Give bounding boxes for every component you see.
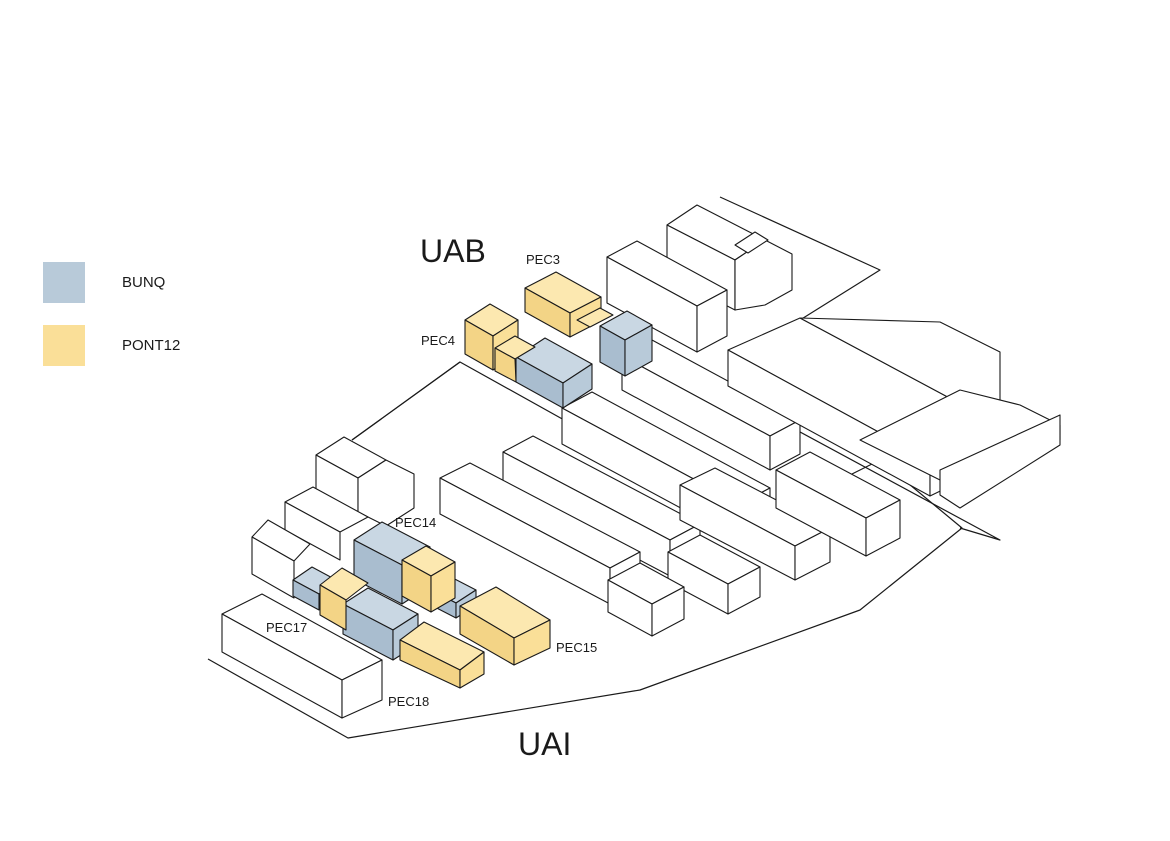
context-building-face — [794, 527, 831, 581]
bunq-building-face — [292, 579, 320, 611]
pont12-building-face — [430, 561, 456, 613]
pont12-building-face — [513, 619, 551, 666]
pont12-building-face — [494, 347, 517, 383]
context-building-face — [651, 586, 685, 637]
label-uai: UAI — [518, 726, 571, 762]
pont12-building-face — [576, 307, 614, 328]
legend-swatch-pont12 — [43, 325, 85, 366]
legend-label-bunq: BUNQ — [122, 274, 166, 291]
legend-label-pont12: PONT12 — [122, 337, 181, 354]
context-building-face — [696, 289, 728, 353]
label-pec18: PEC18 — [388, 694, 429, 709]
context-building-face — [734, 231, 769, 254]
context-building-face — [865, 499, 901, 557]
context-building-face — [727, 566, 761, 615]
label-pec14: PEC14 — [395, 515, 436, 530]
pont12-building-face — [459, 651, 485, 689]
context-building-face — [251, 536, 295, 599]
pont12-buildings — [319, 271, 614, 689]
context-building-face — [939, 414, 1061, 509]
context-building-face — [284, 501, 341, 561]
label-pec15: PEC15 — [556, 640, 597, 655]
bunq-building-face — [624, 324, 653, 377]
context-building-face — [769, 419, 801, 471]
bunq-building-face — [562, 363, 593, 409]
pont12-building-face — [319, 584, 347, 631]
label-pec4: PEC4 — [421, 333, 455, 348]
label-pec3: PEC3 — [526, 252, 560, 267]
context-building-face — [341, 659, 383, 719]
label-pec17: PEC17 — [266, 620, 307, 635]
label-uab: UAB — [420, 233, 486, 269]
context-buildings — [221, 204, 1061, 719]
legend-swatch-bunq — [43, 262, 85, 303]
